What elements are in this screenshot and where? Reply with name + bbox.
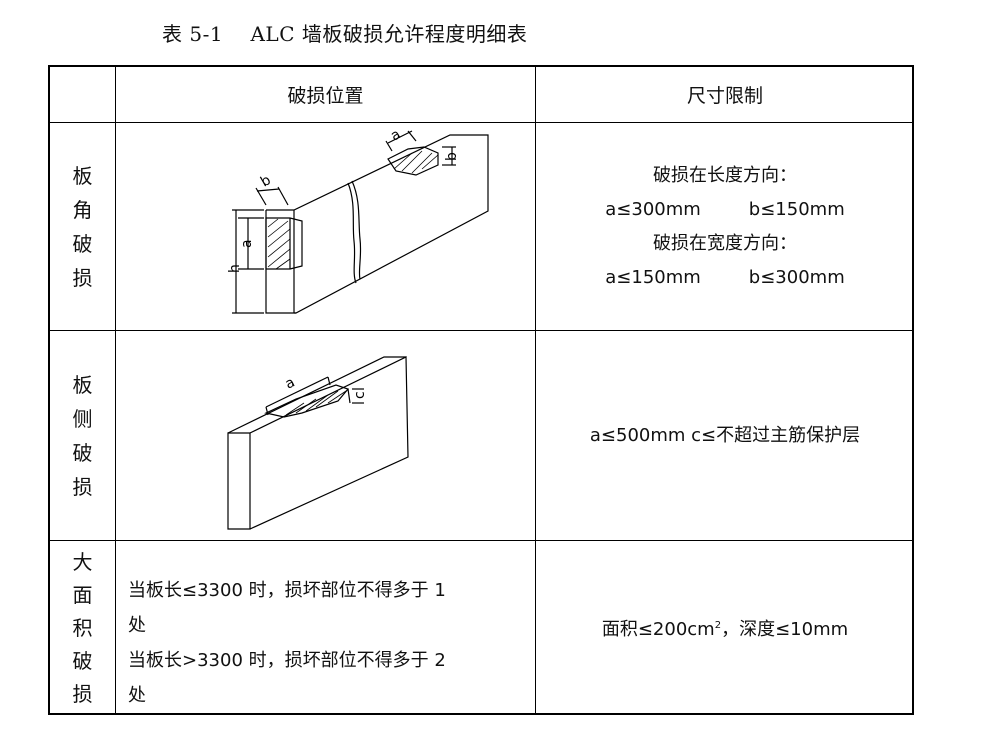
side-damage-limit-text: a≤500mm c≤不超过主筋保护层 <box>589 424 861 446</box>
header-size-limit: 尺寸限制 <box>686 85 763 107</box>
row-label-large-area-damage: 大 面 积 破 损 <box>72 549 93 706</box>
label-b-top: b <box>444 152 460 161</box>
label-c-side: c <box>352 391 368 399</box>
large-area-damage-note: 当板长≤3300 时，损坏部位不得多于 1 处 当板长>3300 时，损坏部位不… <box>116 541 535 715</box>
corner-damage-limits: 破损在长度方向： a≤300mm b≤150mm 破损在宽度方向： a≤150m… <box>536 123 914 330</box>
damage-allowance-table: 破损位置 尺寸限制 板 角 破 损 <box>48 65 914 715</box>
corner-damage-diagram: a h b a b <box>227 126 489 314</box>
note-line-2: 处 <box>128 615 146 636</box>
row-label-side-damage: 板 侧 破 损 <box>72 372 93 499</box>
side-damage-diagram-cell: a c <box>116 331 535 540</box>
length-a-limit: a≤300mm <box>605 198 701 220</box>
col-divider-2 <box>535 67 536 713</box>
corner-damage-diagram-cell: a h b a b <box>116 123 535 330</box>
note-line-1: 当板长≤3300 时，损坏部位不得多于 1 <box>128 580 446 601</box>
table-caption: 表 5-1 ALC 墙板破损允许程度明细表 <box>162 22 528 46</box>
header-location: 破损位置 <box>287 85 364 107</box>
note-line-4: 处 <box>128 685 146 706</box>
width-a-limit: a≤150mm <box>605 266 701 288</box>
width-direction-title: 破损在宽度方向： <box>653 232 797 254</box>
row-divider-3 <box>50 540 912 541</box>
side-damage-diagram: a c <box>227 356 409 530</box>
large-area-limit-text: 面积≤200cm2，深度≤10mm <box>601 619 849 640</box>
label-b-front: b <box>258 172 274 190</box>
length-direction-title: 破损在长度方向： <box>653 164 797 186</box>
row-label-corner-damage: 板 角 破 损 <box>72 163 93 290</box>
label-a-front: a <box>239 239 255 248</box>
label-a-side: a <box>283 374 298 392</box>
row-divider-2 <box>50 330 912 331</box>
col-divider-1 <box>115 67 116 713</box>
row-divider-1 <box>50 122 912 123</box>
large-area-damage-limits: 面积≤200cm2，深度≤10mm <box>536 541 914 715</box>
length-b-limit: b≤150mm <box>748 198 845 220</box>
label-h: h <box>227 264 243 273</box>
width-b-limit: b≤300mm <box>748 266 845 288</box>
note-line-3: 当板长>3300 时，损坏部位不得多于 2 <box>128 650 446 671</box>
side-damage-limits: a≤500mm c≤不超过主筋保护层 <box>536 331 914 540</box>
